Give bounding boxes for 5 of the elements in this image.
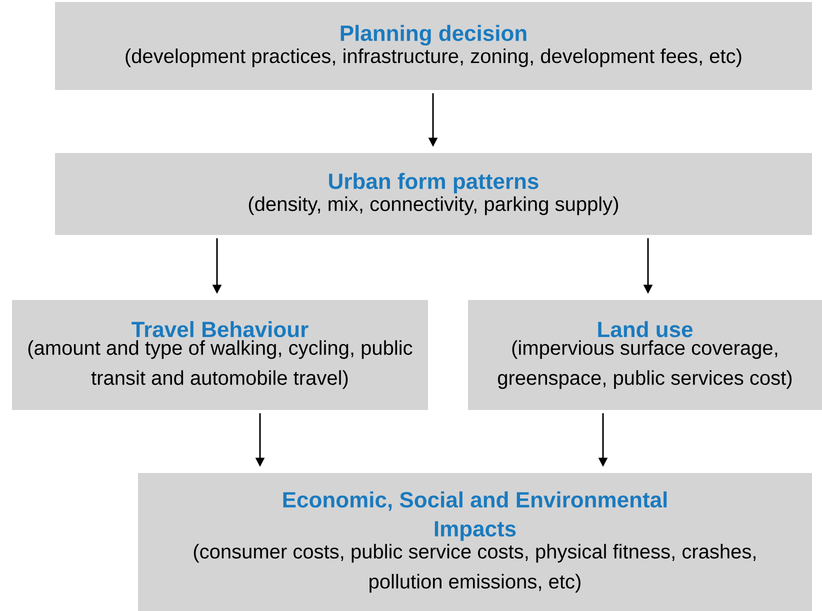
process-box: Planning decision (development practices, infrastructure, zoning, development fees, etc) [55, 2, 812, 90]
process-box: Economic, Social and Environmental Impacts (consumer costs, public service costs, physical fitness, crashes, pollution emissions, etc) [138, 473, 812, 611]
process-box: Land use (impervious surface coverage, greenspace, public services cost) [468, 300, 822, 410]
process-box: Urban form patterns (density, mix, connectivity, parking supply) [55, 153, 812, 235]
process-box: Travel Behaviour (amount and type of walking, cycling, public transit and automobile travel) [12, 300, 428, 410]
